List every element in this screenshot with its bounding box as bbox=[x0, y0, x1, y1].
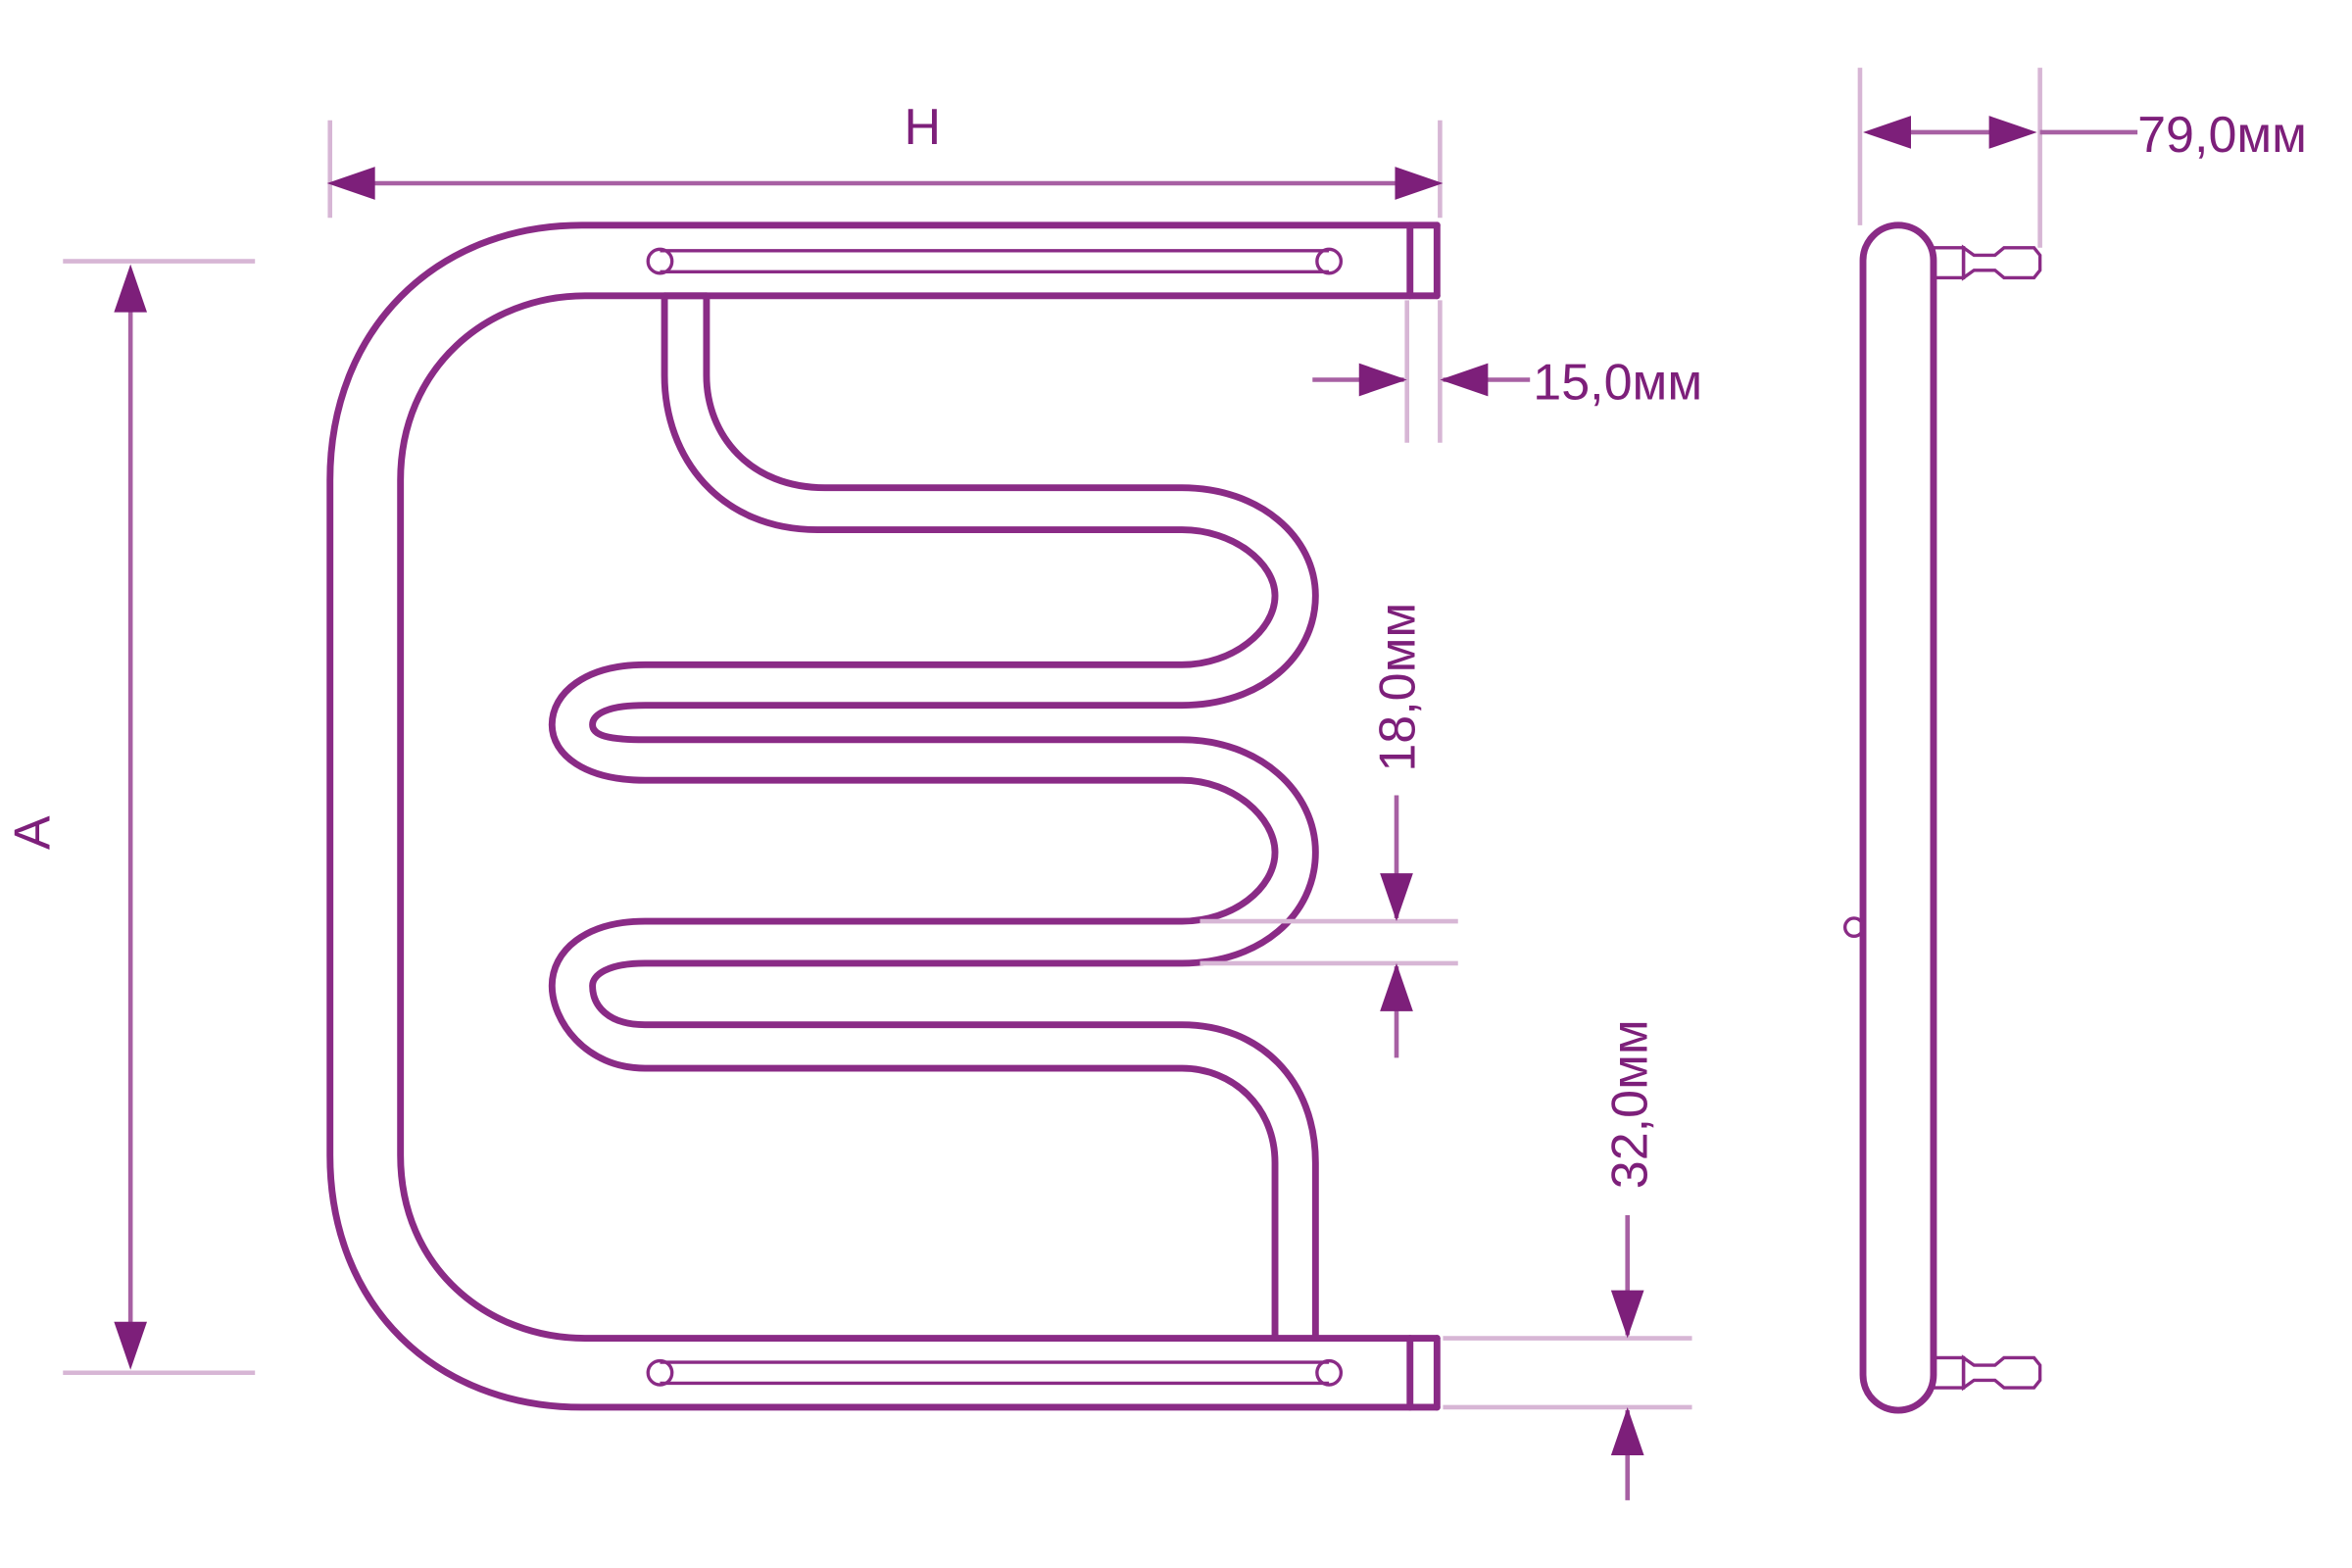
depth-arrow-left bbox=[1863, 116, 1911, 149]
bottom-mount-hole-right bbox=[1315, 1358, 1344, 1387]
dimension-end-gap: 15,0мм bbox=[1312, 300, 1702, 443]
coil-inner-edge bbox=[589, 292, 1319, 1343]
end-gap-label: 15,0мм bbox=[1533, 354, 1702, 411]
coil-gap-label: 18,0мм bbox=[1369, 603, 1426, 772]
height-label: A bbox=[5, 815, 62, 850]
width-arrow-right bbox=[1395, 167, 1444, 200]
frame-outer-edge bbox=[326, 221, 1441, 1411]
top-mount-hole-left bbox=[646, 247, 674, 275]
dimension-depth: 79,0мм bbox=[1857, 68, 2307, 248]
frame-inner-edge bbox=[397, 292, 1441, 1343]
coil-gap-arrow-top bbox=[1380, 873, 1413, 922]
depth-label: 79,0мм bbox=[2137, 107, 2307, 164]
side-center-marker bbox=[1842, 916, 1865, 939]
dimension-height: A bbox=[5, 259, 256, 1376]
coil-gap-arrow-bottom bbox=[1380, 962, 1413, 1011]
tube-arrow-top bbox=[1610, 1290, 1644, 1339]
dimension-coil-gap: 18,0мм bbox=[1200, 603, 1458, 1058]
height-arrow-top bbox=[114, 264, 147, 313]
width-label: H bbox=[905, 99, 942, 156]
coil-outer-edge bbox=[548, 292, 1279, 1343]
tube-arrow-bottom bbox=[1610, 1406, 1644, 1455]
height-arrow-bottom bbox=[114, 1321, 147, 1370]
side-tube-body bbox=[1859, 221, 1937, 1414]
end-gap-arrow-left bbox=[1358, 363, 1407, 397]
bottom-fitting bbox=[1932, 1354, 2042, 1392]
depth-arrow-right bbox=[1988, 116, 2037, 149]
dimension-tube: 32,0мм bbox=[1443, 1019, 1692, 1500]
top-fitting bbox=[1932, 244, 2042, 281]
width-arrow-left bbox=[326, 167, 375, 200]
front-view bbox=[326, 221, 1441, 1411]
end-gap-arrow-right bbox=[1440, 363, 1489, 397]
side-view bbox=[1842, 221, 2042, 1414]
bottom-mount-hole-left bbox=[646, 1358, 674, 1387]
top-mount-hole-right bbox=[1315, 247, 1344, 275]
tube-label: 32,0мм bbox=[1602, 1019, 1659, 1189]
dimension-width: H bbox=[326, 99, 1444, 219]
